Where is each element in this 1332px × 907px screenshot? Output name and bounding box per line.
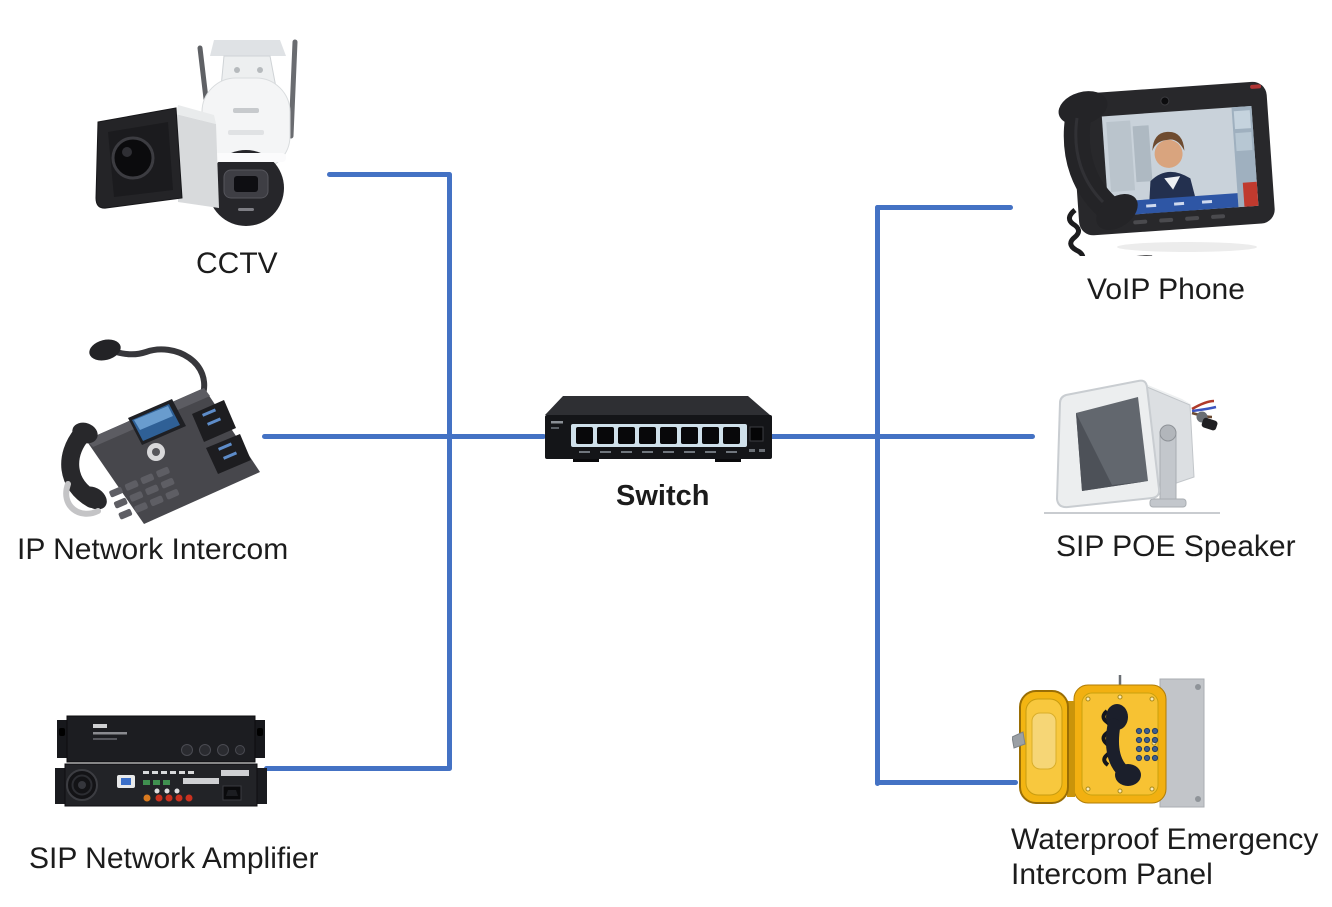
edge-left-vertical-bus xyxy=(447,172,452,771)
ip-network-intercom-label: IP Network Intercom xyxy=(17,533,289,566)
edge-amplifier-to-hub xyxy=(264,766,451,771)
edge-intercom-to-switch xyxy=(262,434,546,439)
waterproof-emergency-intercom-panel-image xyxy=(1012,673,1208,815)
sip-network-amplifier-image xyxy=(55,712,267,810)
switch-illustration xyxy=(545,396,772,462)
sip-poe-speaker-label: SIP POE Speaker xyxy=(1056,530,1296,563)
switch-label: Switch xyxy=(616,480,710,512)
sip-network-amplifier-label: SIP Network Amplifier xyxy=(29,842,319,875)
edge-switch-to-speaker xyxy=(769,434,1035,439)
edge-hub-to-voip-phone xyxy=(875,205,1013,210)
voip-phone-image xyxy=(1017,60,1283,256)
edge-cctv-to-hub xyxy=(327,172,451,177)
intercom-phone-illustration xyxy=(61,339,260,524)
ip-network-intercom-image xyxy=(52,336,264,528)
cctv-camera-illustration xyxy=(95,39,298,226)
speaker-illustration xyxy=(1044,379,1220,514)
edge-hub-to-panel xyxy=(875,780,1018,785)
voip-phone-label: VoIP Phone xyxy=(1087,273,1245,306)
sip-poe-speaker-image xyxy=(1042,377,1222,519)
cctv-camera-image xyxy=(88,12,306,254)
amplifier-illustration xyxy=(55,715,267,807)
switch-image xyxy=(543,391,774,463)
edge-right-vertical-bus xyxy=(875,205,880,786)
cctv-label: CCTV xyxy=(196,247,278,280)
voip-phone-illustration xyxy=(1058,81,1275,256)
panel-label-line-2: Intercom Panel xyxy=(1011,858,1213,891)
emergency-panel-illustration xyxy=(1012,675,1205,808)
waterproof-emergency-intercom-panel-label: Waterproof Emergency Intercom Panel xyxy=(1011,822,1318,892)
panel-label-line-1: Waterproof Emergency xyxy=(1011,823,1319,856)
